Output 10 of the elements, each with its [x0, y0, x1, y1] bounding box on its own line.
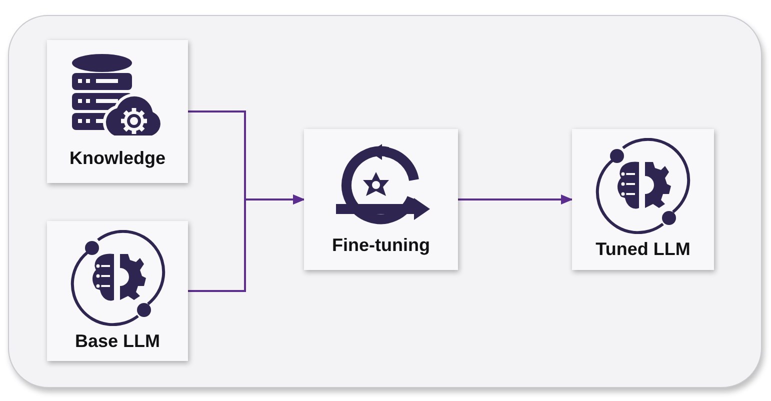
node-label: Knowledge	[69, 147, 166, 170]
connector-arrow	[188, 194, 305, 292]
node-label: Fine-tuning	[332, 234, 430, 257]
process-card	[572, 129, 714, 270]
process-card	[304, 129, 458, 270]
connector-arrow	[458, 194, 573, 204]
process-card	[47, 40, 188, 183]
node-label: Tuned LLM	[596, 238, 690, 261]
node-label: Base LLM	[74, 330, 160, 352]
process-card	[47, 221, 188, 361]
